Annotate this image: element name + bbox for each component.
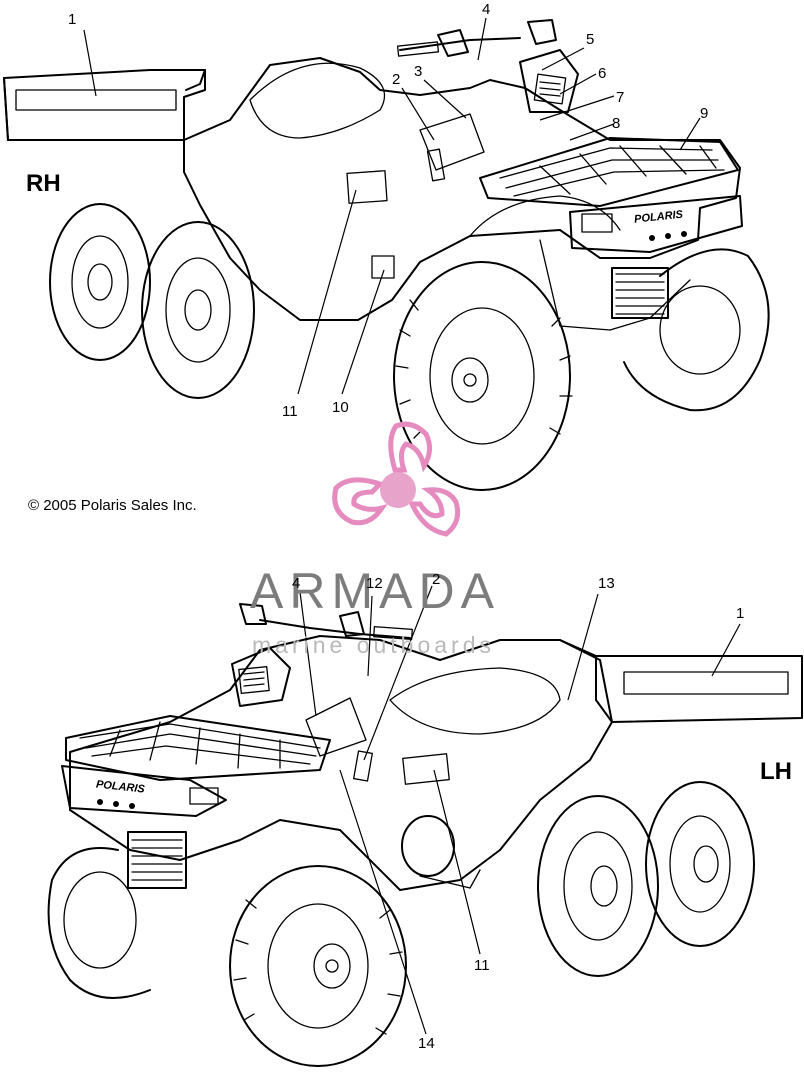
callout-rh-8: 8 — [612, 115, 621, 132]
callout-rh-4: 4 — [482, 1, 491, 18]
watermark-tagline: marine outboards — [252, 632, 495, 658]
atv-rh-view: POLARIS — [3, 17, 770, 491]
front-wheel-rh — [393, 261, 573, 491]
callout-rh-6: 6 — [598, 65, 607, 82]
view-label-rh: RH — [26, 170, 61, 197]
front-rack-rh — [479, 137, 739, 207]
callout-lh-4: 4 — [292, 575, 301, 592]
callout-lh-14: 14 — [418, 1035, 435, 1052]
polaris-decal-lh: POLARIS — [95, 779, 146, 796]
callout-rh-1: 1 — [68, 11, 77, 28]
callout-lh-1: 1 — [736, 605, 745, 622]
callout-lh-2: 2 — [432, 571, 441, 588]
callout-rh-9: 9 — [700, 105, 709, 122]
callout-rh-3: 3 — [414, 63, 423, 80]
atv-lh-view: POLARIS — [47, 585, 803, 1067]
callout-lh-12: 12 — [366, 575, 383, 592]
cargo-box-lh — [559, 639, 803, 723]
copyright-notice: © 2005 Polaris Sales Inc. — [28, 497, 197, 514]
callout-rh-11: 11 — [282, 403, 298, 420]
callout-rh-5: 5 — [586, 31, 595, 48]
callout-rh-10: 10 — [332, 399, 349, 416]
front-rack-lh — [65, 715, 331, 781]
callout-lh-13: 13 — [598, 575, 615, 592]
view-label-lh: LH — [760, 758, 792, 785]
polaris-decal-rh: POLARIS — [634, 209, 685, 226]
cargo-box-rh — [3, 69, 206, 141]
rear-wheels-rh — [49, 203, 255, 399]
watermark-brand: ARMADA — [250, 563, 500, 619]
callout-rh-2: 2 — [392, 71, 401, 88]
rear-wheels-lh — [537, 781, 755, 977]
callout-rh-7: 7 — [616, 89, 625, 106]
front-wheel-lh — [229, 865, 407, 1067]
callout-lh-11: 11 — [474, 957, 490, 974]
armada-propeller-logo — [332, 421, 461, 537]
